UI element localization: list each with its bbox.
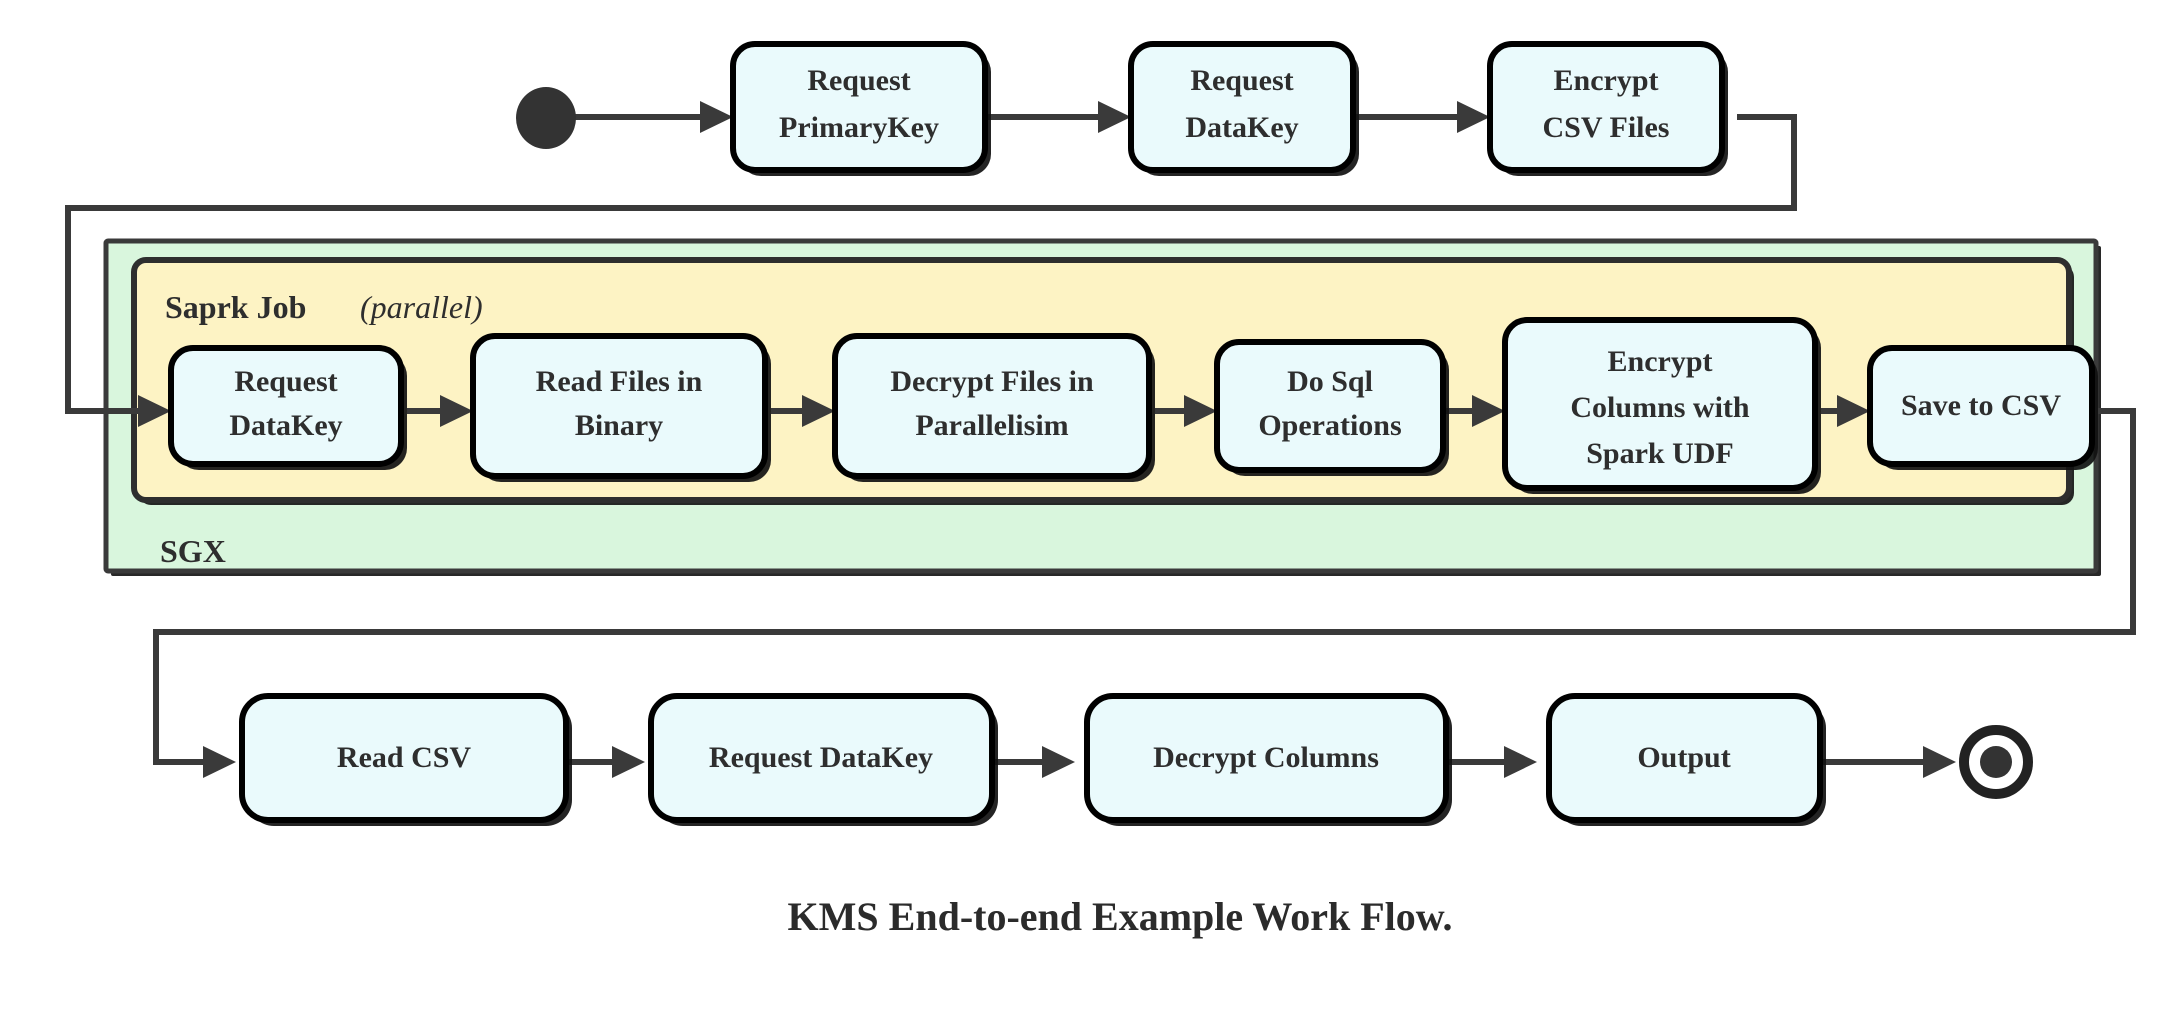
node-request-datakey-spark[interactable]: Request DataKey — [168, 345, 407, 470]
node-label-line: Request — [1190, 64, 1293, 97]
node-label-line: CSV Files — [1543, 111, 1670, 144]
node-label-line: Operations — [1258, 409, 1401, 442]
node-label-line: Read Files in — [536, 365, 703, 398]
edge-read-files-to-decrypt-files — [771, 395, 835, 427]
node-read-files-in-binary[interactable]: Read Files in Binary — [470, 333, 771, 482]
node-decrypt-files-in-parallelisim[interactable]: Decrypt Files in Parallelisim — [832, 333, 1155, 482]
diagram-caption: KMS End-to-end Example Work Flow. — [788, 894, 1453, 939]
node-label-line: Decrypt Files in — [890, 365, 1094, 398]
node-label-line: DataKey — [1185, 111, 1298, 144]
node-label-line: Columns with — [1570, 391, 1750, 424]
end-node — [1959, 725, 2033, 799]
node-label-line: Read CSV — [337, 741, 472, 774]
node-label-line: Encrypt — [1608, 345, 1713, 378]
node-save-to-csv[interactable]: Save to CSV — [1867, 345, 2098, 470]
node-do-sql-operations[interactable]: Do Sql Operations — [1214, 339, 1449, 476]
sgx-label: SGX — [160, 533, 226, 569]
node-label-line: Request DataKey — [709, 741, 933, 774]
spark-job-modifier: (parallel) — [360, 289, 483, 325]
node-read-csv[interactable]: Read CSV — [239, 693, 572, 826]
edge-save-csv-to-read-csv — [153, 408, 2136, 778]
edge-primarykey-to-datakey — [982, 101, 1131, 133]
node-label-line: Encrypt — [1554, 64, 1659, 97]
node-request-primarykey[interactable]: Request PrimaryKey — [730, 41, 991, 176]
node-label-line: Request — [807, 64, 910, 97]
edge-start-to-request-primarykey — [575, 101, 733, 133]
edge-spark-datakey-to-read-files — [407, 395, 473, 427]
edge-read-csv-to-request-datakey — [566, 746, 645, 778]
edge-output-to-end — [1820, 746, 1956, 778]
node-request-datakey-top[interactable]: Request DataKey — [1128, 41, 1359, 176]
node-output[interactable]: Output — [1546, 693, 1826, 826]
node-label-line: Decrypt Columns — [1153, 741, 1379, 774]
node-label-line: Request — [234, 365, 337, 398]
start-node — [516, 87, 576, 149]
node-label-line: Save to CSV — [1901, 389, 2061, 422]
node-decrypt-columns[interactable]: Decrypt Columns — [1084, 693, 1452, 826]
edge-decrypt-columns-to-output — [1446, 746, 1537, 778]
spark-job-label: Saprk Job — [165, 289, 306, 325]
edge-request-datakey-to-decrypt-columns — [992, 746, 1075, 778]
edge-encrypt-csv-to-spark-datakey — [65, 114, 1797, 427]
node-request-datakey-bottom[interactable]: Request DataKey — [648, 693, 998, 826]
node-label-line: Spark UDF — [1586, 437, 1734, 470]
node-label-line: Parallelisim — [915, 409, 1068, 442]
node-label-line: Do Sql — [1287, 365, 1373, 398]
node-encrypt-csv-files[interactable]: Encrypt CSV Files — [1487, 41, 1728, 176]
node-label-line: Output — [1637, 741, 1730, 774]
node-label-line: DataKey — [229, 409, 342, 442]
edge-datakey-to-encrypt-csv — [1356, 101, 1490, 133]
node-label-line: Binary — [575, 409, 663, 442]
node-encrypt-columns-with-spark-udf[interactable]: Encrypt Columns with Spark UDF — [1502, 317, 1821, 494]
edge-encrypt-columns-to-save-csv — [1821, 395, 1870, 427]
edge-decrypt-files-to-do-sql — [1155, 395, 1217, 427]
node-label-line: PrimaryKey — [779, 111, 939, 144]
